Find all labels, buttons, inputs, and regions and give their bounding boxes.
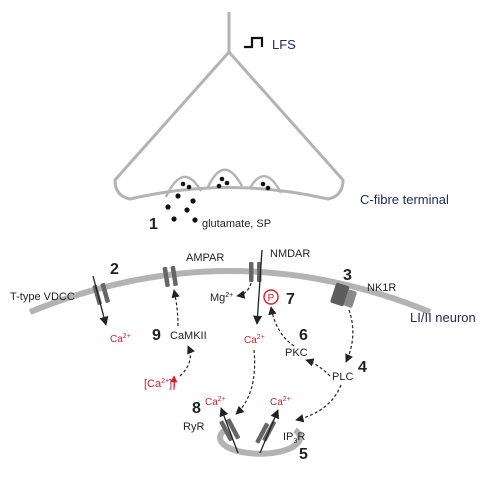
nmdar-channel bbox=[249, 249, 263, 325]
lfs-label: LFS bbox=[272, 37, 296, 52]
phospho-marker: P bbox=[263, 289, 279, 305]
step-number-8: 8 bbox=[192, 400, 201, 417]
ryr-calcium-label: Ca2+ bbox=[205, 396, 226, 408]
transmitter-label: glutamate, SP bbox=[202, 218, 271, 230]
ip3r-label: IP3R bbox=[283, 431, 305, 445]
step-number-1: 1 bbox=[149, 216, 158, 233]
vdcc-calcium-label: Ca2+ bbox=[110, 333, 131, 345]
ampar-channel bbox=[162, 265, 178, 288]
ip3r-calcium-label: Ca2+ bbox=[270, 396, 291, 408]
nk1r-to-plc-arrow bbox=[345, 309, 354, 363]
neuron-label: LI/II neuron bbox=[410, 310, 476, 325]
step-number-2: 2 bbox=[110, 261, 119, 278]
mg-block-arrow bbox=[236, 282, 252, 299]
plc-to-pkc-arrow bbox=[305, 358, 331, 377]
step-number-5: 5 bbox=[299, 446, 308, 463]
camkii-to-ampar-arrow bbox=[171, 289, 180, 327]
plc-to-ip3r-arrow bbox=[295, 384, 342, 423]
step-number-4: 4 bbox=[358, 359, 367, 376]
plc-label: PLC bbox=[332, 371, 353, 383]
postsynaptic-membrane bbox=[28, 268, 432, 315]
lfs-stimulus: LFS bbox=[244, 36, 296, 52]
step-number-3: 3 bbox=[343, 267, 352, 284]
step-number-6: 6 bbox=[299, 327, 308, 344]
vdcc-channel bbox=[92, 275, 110, 326]
nk1r-label: NK1R bbox=[367, 282, 396, 294]
ryr-channel bbox=[219, 407, 241, 454]
vdcc-label: T-type VDCC bbox=[10, 291, 75, 303]
vesicle-arc bbox=[206, 168, 244, 188]
camkii-label: CaMKII bbox=[170, 330, 207, 342]
calcium-to-ryr-arrow bbox=[235, 349, 256, 415]
phospho-symbol: P bbox=[268, 293, 275, 304]
nk1r-receptor bbox=[330, 282, 357, 308]
ampar-label: AMPAR bbox=[186, 252, 224, 264]
nmdar-calcium-label: Ca2+ bbox=[244, 334, 265, 346]
pulse-icon bbox=[244, 36, 264, 49]
magnesium-label: Mg2+ bbox=[210, 292, 233, 304]
terminal-label: C-fibre terminal bbox=[360, 192, 449, 207]
ip3r-channel bbox=[255, 409, 280, 454]
vesicle-arc bbox=[164, 175, 203, 198]
c-fibre-terminal: C-fibre terminal 1 glutamate, SP bbox=[113, 12, 449, 233]
vesicle-arc bbox=[248, 175, 283, 194]
pkc-label: PKC bbox=[285, 347, 308, 359]
step-number-7: 7 bbox=[286, 291, 295, 308]
vesicle-dots bbox=[180, 176, 271, 191]
pkc-to-nmdar-arrow bbox=[268, 306, 295, 347]
released-transmitter-dots bbox=[165, 193, 198, 223]
nmdar-label: NMDAR bbox=[270, 248, 310, 260]
step-number-9: 9 bbox=[152, 327, 161, 344]
calcium-rise-to-camkii-arrow bbox=[179, 345, 195, 377]
calcium-rise-label: [Ca2+]↑ bbox=[144, 378, 178, 390]
terminal-outline bbox=[113, 50, 345, 201]
ryr-label: RyR bbox=[183, 421, 204, 433]
er-ring bbox=[217, 427, 303, 457]
